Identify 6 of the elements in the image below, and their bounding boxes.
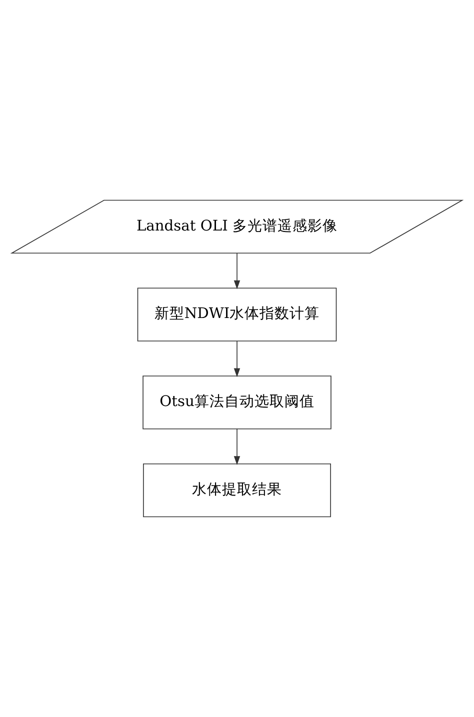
arrow (234, 252, 240, 290)
node-box: Otsu算法自动选取阈值 (142, 376, 332, 430)
arrow (234, 428, 240, 466)
node-box: 新型NDWI水体指数计算 (137, 288, 337, 342)
node-box: 水体提取结果 (143, 463, 331, 518)
arrow (234, 340, 240, 378)
